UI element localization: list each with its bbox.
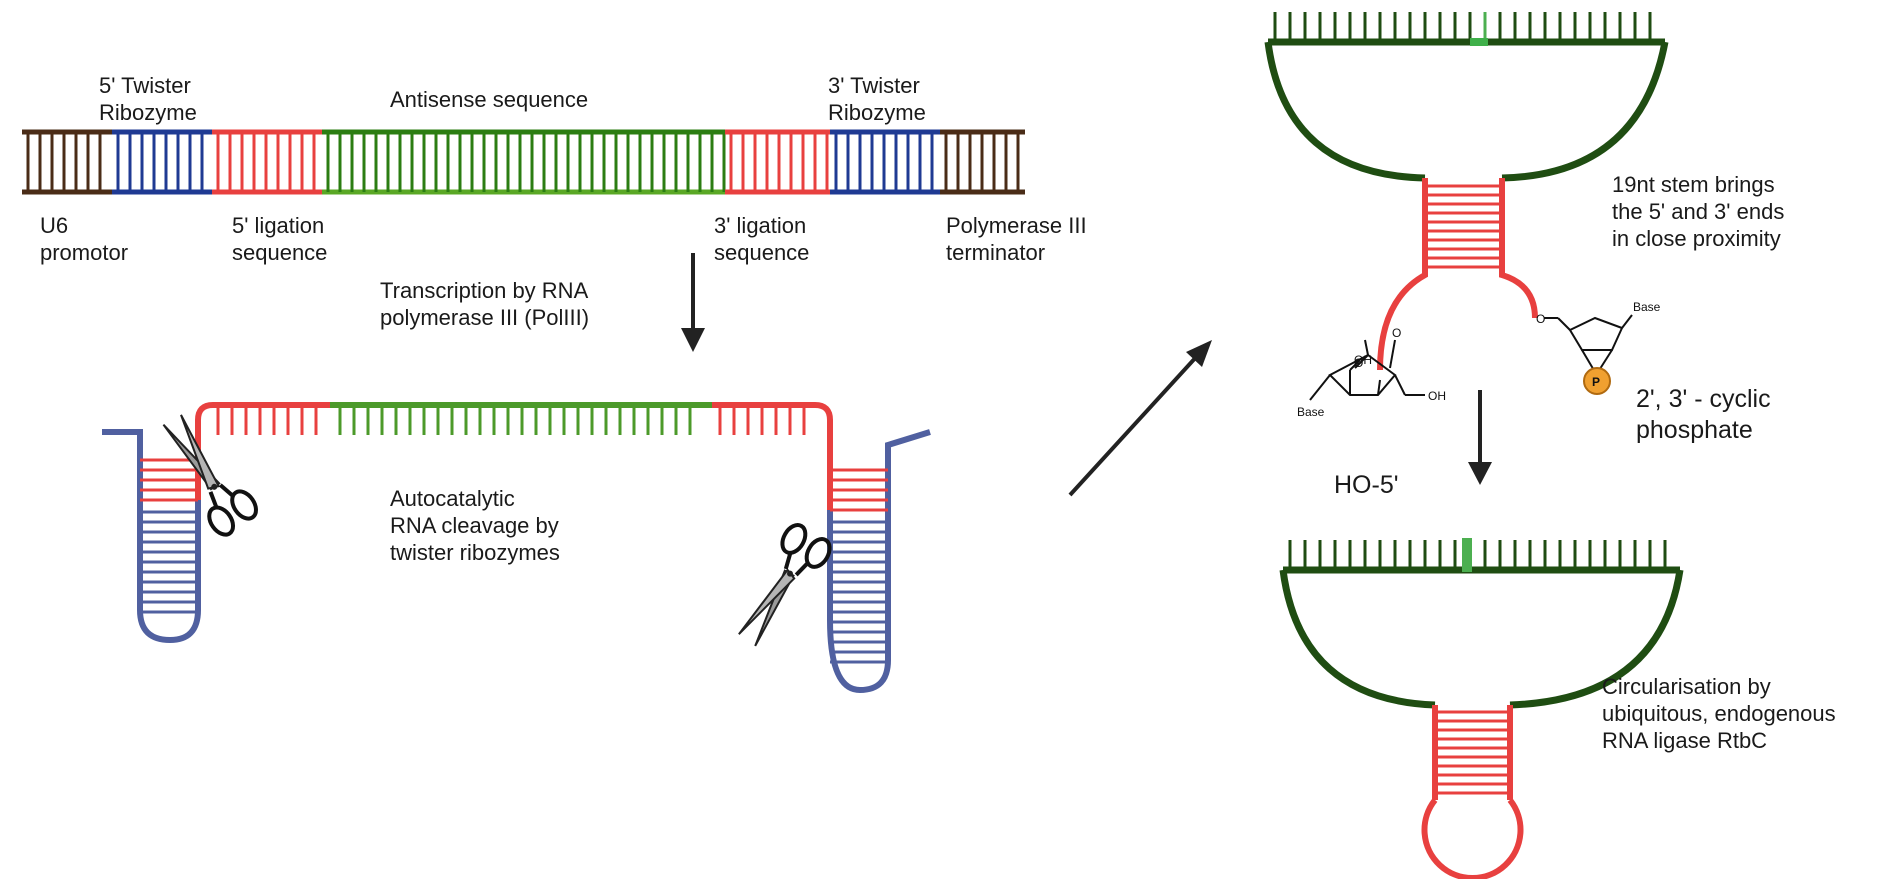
- label-5-ligation-sequence: 5' ligation sequence: [232, 213, 328, 265]
- stem-strands: [1377, 178, 1538, 371]
- junction-marker: [1470, 38, 1488, 46]
- label-3-ligation-sequence: 3' ligation sequence: [714, 213, 810, 265]
- label-polymerase-iii-terminator: Polymerase III terminator: [946, 213, 1087, 265]
- down-arrow-icon: [1468, 390, 1492, 485]
- junction-marker: [1462, 538, 1472, 572]
- label-5-twister-ribozyme: 5' Twister Ribozyme: [99, 73, 197, 125]
- ligation-3-strand: [712, 402, 833, 470]
- scissors-icon: [738, 523, 832, 647]
- label-transcription-step: Transcription by RNA polymerase III (Pol…: [380, 278, 590, 330]
- ribose-cyclic-phosphate: [1544, 314, 1633, 373]
- circular-rna: [1279, 538, 1684, 879]
- base-label: Base: [1297, 405, 1325, 419]
- phosphate-symbol: P: [1592, 375, 1600, 389]
- transcript-with-hairpins: [102, 402, 931, 694]
- terminal-loop: [1421, 798, 1524, 879]
- label-3-twister-ribozyme: 3' Twister Ribozyme: [828, 73, 926, 125]
- label-ho5: HO-5': [1334, 471, 1399, 499]
- phosphate-circle-icon: [1583, 367, 1611, 395]
- bridge-oxygen-label: O: [1392, 326, 1401, 340]
- label-u6-promotor: U6 promotor: [40, 213, 129, 265]
- scissors-icon: [162, 414, 258, 537]
- stem-strands: [1432, 705, 1513, 800]
- dna-construct: [22, 129, 1025, 195]
- label-stem-step: 19nt stem brings the 5' and 3' ends in c…: [1612, 172, 1785, 251]
- oh-label: OH: [1354, 353, 1372, 367]
- ligation-5-strand: [195, 402, 330, 450]
- oh-label: OH: [1428, 389, 1446, 403]
- diagonal-arrow-icon: [1068, 340, 1212, 497]
- ribose-5prime-oh: [1309, 339, 1425, 401]
- label-circularisation-step: Circularisation by ubiquitous, endogenou…: [1602, 674, 1836, 753]
- hairpin-5-strand: [102, 429, 201, 644]
- base-label: Base: [1633, 300, 1661, 314]
- down-arrow-icon: [681, 253, 705, 352]
- circle-strand: [1279, 569, 1684, 709]
- open-circle-strand: [1264, 41, 1669, 182]
- ring-oxygen-label: O: [1354, 356, 1363, 370]
- label-antisense-sequence: Antisense sequence: [390, 87, 589, 112]
- link-oxygen-label: O: [1536, 312, 1545, 326]
- label-cleavage-step: Autocatalytic RNA cleavage by twister ri…: [390, 486, 560, 565]
- hairpin-3-strand: [827, 429, 931, 694]
- pre-ligation-rna: [1264, 12, 1669, 371]
- label-cyclic-phosphate: 2', 3' - cyclic phosphate: [1636, 385, 1771, 444]
